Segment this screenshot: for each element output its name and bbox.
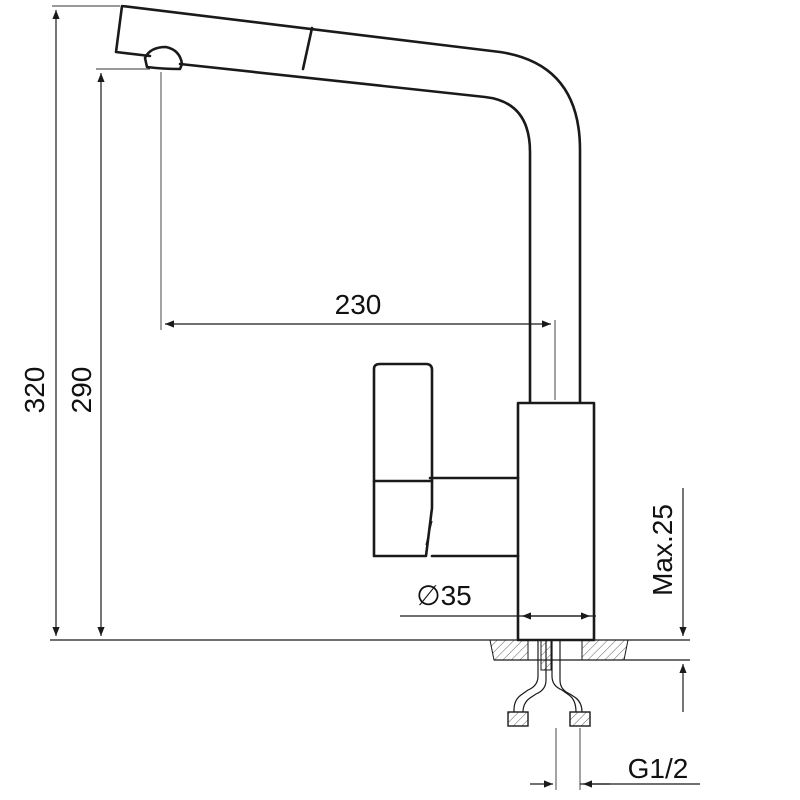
deck-hatch-left xyxy=(489,639,529,661)
connector-right xyxy=(569,711,591,727)
dim-label-connection-thread: G1/2 xyxy=(628,753,689,784)
body-block xyxy=(516,401,596,642)
mounting-stud xyxy=(540,639,552,671)
deck-section xyxy=(50,639,690,661)
spout-joint-line xyxy=(301,26,314,71)
faucet-body xyxy=(372,362,596,642)
dim-label-total-height: 320 xyxy=(19,367,50,414)
hose-right-outer xyxy=(559,640,583,713)
dim-label-spout-reach: 230 xyxy=(335,289,382,320)
dim-label-base-diameter: ∅35 xyxy=(416,580,472,611)
dim-label-spout-height: 290 xyxy=(66,367,97,414)
dim-spout-reach: 230 xyxy=(160,72,556,400)
spout-outline xyxy=(114,4,582,404)
deck-hatch-right xyxy=(581,639,629,661)
dim-label-max-deck-thickness: Max.25 xyxy=(647,504,678,596)
dim-connection-thread: G1/2 xyxy=(530,728,700,790)
lever-handle xyxy=(372,362,434,558)
dim-total-height: 320 xyxy=(19,5,120,636)
hose-left-outer xyxy=(513,640,539,712)
lever-notch xyxy=(425,520,433,546)
dim-max-deck-thickness: Max.25 xyxy=(647,488,687,712)
hose-left-inner xyxy=(522,640,547,713)
connector-left xyxy=(507,711,529,727)
dim-base-diameter: ∅35 xyxy=(400,580,596,620)
body-connector xyxy=(428,476,520,558)
supply-hoses xyxy=(507,639,591,727)
hose-right-inner xyxy=(551,640,577,713)
aerator-nozzle xyxy=(143,45,184,71)
spout xyxy=(114,4,582,404)
dim-spout-height: 290 xyxy=(66,68,150,636)
